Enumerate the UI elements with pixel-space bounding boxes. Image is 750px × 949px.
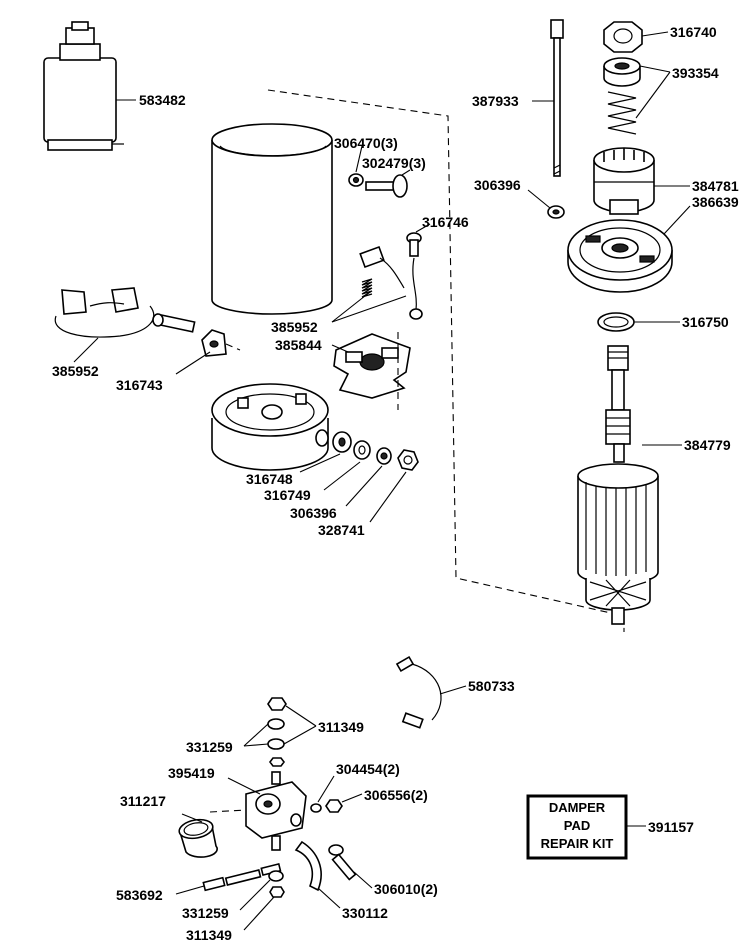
washer-331259-top-b: [267, 738, 285, 750]
washer-316749: [353, 440, 371, 460]
label-311217: 311217: [120, 793, 166, 809]
spacer-393354: [603, 57, 641, 87]
label-395419: 395419: [168, 765, 215, 781]
label-302479: 302479(3): [362, 155, 426, 171]
label-311349-top: 311349: [318, 719, 364, 735]
brush-lead-316746: [406, 232, 423, 320]
through-bolt-387933: [550, 19, 564, 177]
drive-gear-384781: [593, 147, 655, 215]
label-391157: 391157: [648, 819, 694, 835]
label-583692: 583692: [116, 887, 163, 903]
label-385844: 385844: [275, 337, 322, 353]
label-306470: 306470(3): [334, 135, 398, 151]
label-316743: 316743: [116, 377, 163, 393]
spring-385952: [361, 278, 373, 298]
label-306396-b: 306396: [474, 177, 521, 193]
label-386639: 386639: [692, 194, 739, 210]
label-583482: 583482: [139, 92, 186, 108]
kit-box-line2: PAD: [564, 818, 590, 833]
label-311349-bottom: 311349: [186, 927, 232, 943]
nut-328741: [397, 449, 419, 471]
label-306010: 306010(2): [374, 881, 438, 897]
label-316749: 316749: [264, 487, 311, 503]
label-316748: 316748: [246, 471, 293, 487]
nut-316740: [603, 21, 643, 53]
label-328741: 328741: [318, 522, 365, 538]
label-580733: 580733: [468, 678, 515, 694]
end-cap: [211, 383, 329, 471]
switch-395419: [209, 771, 307, 851]
label-331259-top: 331259: [186, 739, 233, 755]
label-304454: 304454(2): [336, 761, 400, 777]
brushes-385952-left: [54, 287, 196, 338]
strap-330112: [294, 840, 322, 892]
label-316740: 316740: [670, 24, 717, 40]
spring-393354: [607, 91, 637, 135]
brush-plate-385844: [333, 332, 411, 410]
label-385952-left: 385952: [52, 363, 99, 379]
lead-wire-580733: [395, 655, 442, 729]
nut-306556: [325, 799, 343, 813]
label-331259-bottom: 331259: [182, 905, 229, 921]
label-385952-top: 385952: [271, 319, 318, 335]
label-393354: 393354: [672, 65, 719, 81]
washer-304454: [310, 803, 322, 813]
label-306556: 306556(2): [364, 787, 428, 803]
label-330112: 330112: [342, 905, 388, 921]
kit-box-line1: DAMPER: [549, 800, 606, 815]
bracket-316743: [201, 329, 241, 357]
label-387933: 387933: [472, 93, 519, 109]
screw-306010: [328, 844, 357, 881]
damper-pad-kit-box: DAMPER PAD REPAIR KIT: [526, 794, 628, 860]
bushing-311217: [178, 818, 218, 858]
nut-311349-bottom: [269, 886, 285, 898]
label-306396-a: 306396: [290, 505, 337, 521]
washer-331259-top-a: [267, 718, 285, 730]
washer-331259-bottom: [268, 870, 284, 882]
nut-311349-top: [267, 697, 287, 711]
brush-385952-top: [359, 245, 405, 289]
label-316750: 316750: [682, 314, 729, 330]
motor-frame-cylinder: [211, 123, 333, 315]
label-384779: 384779: [684, 437, 731, 453]
label-316746: 316746: [422, 214, 469, 230]
armature-384779: [577, 345, 659, 625]
kit-box-line3: REPAIR KIT: [541, 836, 614, 851]
solenoid-583482: [43, 21, 136, 151]
screw-302479: [365, 174, 408, 198]
label-384781: 384781: [692, 178, 739, 194]
end-plate-386639: [567, 219, 673, 293]
